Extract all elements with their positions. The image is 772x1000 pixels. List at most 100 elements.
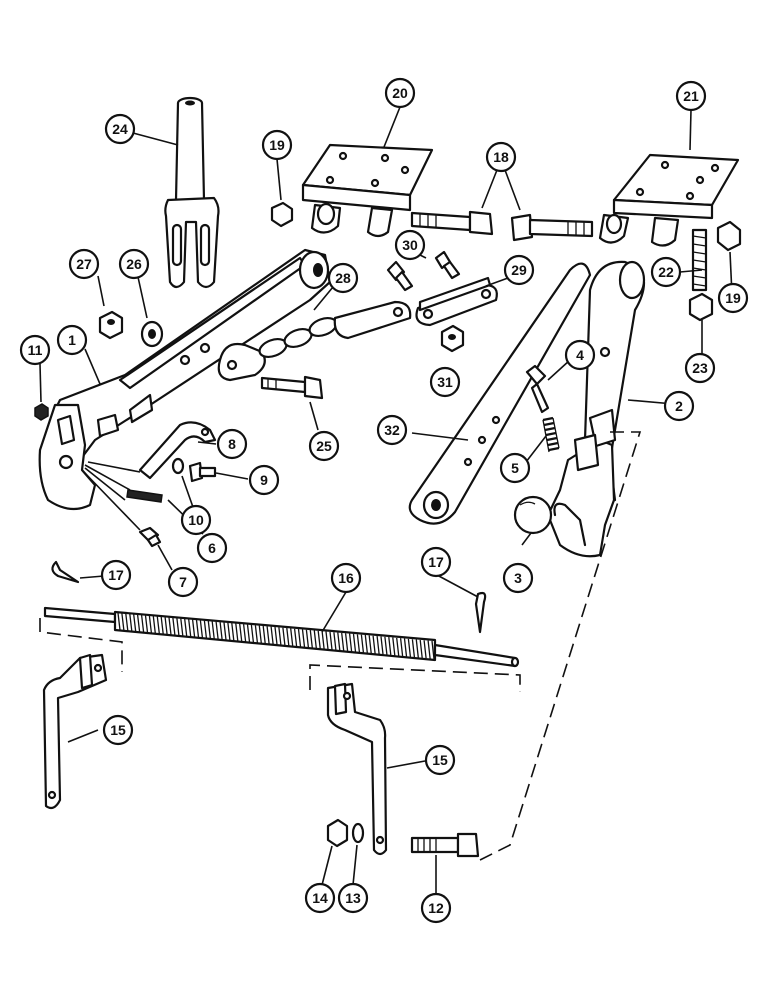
latch-8 — [138, 421, 217, 480]
callout-5: 5 — [499, 452, 531, 484]
callout-12: 12 — [420, 892, 452, 924]
callout-4: 4 — [564, 339, 596, 371]
callout-30: 30 — [394, 229, 426, 261]
latch-pin-4 — [525, 364, 550, 414]
callout-2: 2 — [663, 390, 695, 422]
callout-label-5: 5 — [511, 460, 519, 476]
callout-label-17-right: 17 — [428, 554, 444, 570]
callout-label-11: 11 — [28, 342, 43, 358]
washer-26 — [140, 320, 164, 348]
callout-label-16: 16 — [338, 570, 354, 586]
callout-29: 29 — [503, 254, 535, 286]
callout-label-4: 4 — [576, 347, 584, 363]
bolt-25 — [260, 375, 324, 400]
roll-pin-6 — [126, 489, 163, 503]
callout-19-right: 19 — [717, 282, 749, 314]
callout-21: 21 — [675, 80, 707, 112]
lock-washer-13 — [351, 822, 365, 844]
callouts: 24 20 21 19 18 30 29 28 27 26 1 11 31 4 … — [19, 77, 749, 924]
callout-6: 6 — [196, 532, 228, 564]
callout-9: 9 — [248, 464, 280, 496]
callout-label-30: 30 — [402, 237, 418, 253]
callout-31: 31 — [429, 366, 461, 398]
callout-22: 22 — [650, 256, 682, 288]
nut-11 — [34, 403, 49, 421]
callout-label-29: 29 — [511, 262, 527, 278]
check-chain-28 — [217, 300, 412, 382]
callout-label-20: 20 — [392, 85, 408, 101]
callout-27: 27 — [68, 248, 100, 280]
lift-rod-24 — [164, 96, 220, 289]
bolt-9 — [188, 461, 217, 483]
callout-label-27: 27 — [76, 256, 92, 272]
callout-label-19-left: 19 — [269, 137, 285, 153]
callout-20: 20 — [384, 77, 416, 109]
callout-3: 3 — [502, 562, 534, 594]
callout-label-8: 8 — [228, 436, 236, 452]
callout-label-18: 18 — [493, 149, 509, 165]
bolts-30 — [386, 250, 461, 292]
nut-14 — [326, 818, 349, 848]
callout-label-17-left: 17 — [108, 567, 124, 583]
dashed-group-outlines — [39, 431, 642, 861]
cotter-pin-17-left — [51, 560, 80, 584]
callout-label-24: 24 — [112, 121, 128, 137]
callout-15-left: 15 — [102, 714, 134, 746]
callout-16: 16 — [330, 562, 362, 594]
callout-25: 25 — [308, 430, 340, 462]
callout-17-right: 17 — [420, 546, 452, 578]
bracket-15-right — [326, 682, 388, 856]
callout-28: 28 — [327, 262, 359, 294]
callout-label-32: 32 — [384, 422, 400, 438]
callout-label-21: 21 — [683, 88, 699, 104]
callout-11: 11 — [19, 334, 51, 366]
chain-link-plate-29 — [415, 276, 498, 327]
callout-label-10: 10 — [188, 512, 204, 528]
assembly-lines-6-7 — [81, 461, 141, 531]
stabilizer-rod-16 — [43, 606, 520, 668]
lower-lift-arm-2 — [546, 260, 646, 558]
grease-fitting-7 — [138, 526, 162, 548]
callout-label-2: 2 — [675, 398, 683, 414]
callout-label-12: 12 — [428, 900, 444, 916]
callout-7: 7 — [167, 566, 199, 598]
callout-label-1: 1 — [68, 332, 76, 348]
cotter-pin-17-right — [474, 591, 487, 634]
ball-end-3 — [513, 495, 553, 535]
stud-22 — [691, 228, 708, 292]
mounting-bracket-20 — [301, 143, 434, 238]
callout-label-31: 31 — [437, 374, 453, 390]
callout-1: 1 — [56, 324, 88, 356]
callout-32: 32 — [376, 414, 408, 446]
spring-washer-10 — [171, 457, 185, 475]
nut-31 — [440, 324, 465, 353]
callout-label-26: 26 — [126, 256, 142, 272]
callout-24: 24 — [104, 113, 136, 145]
callout-19-left: 19 — [261, 129, 293, 161]
callout-label-9: 9 — [260, 472, 268, 488]
callout-label-3: 3 — [514, 570, 522, 586]
callout-label-15-right: 15 — [432, 752, 448, 768]
callout-label-15-left: 15 — [110, 722, 126, 738]
callout-label-6: 6 — [208, 540, 216, 556]
mounting-bracket-21 — [598, 153, 740, 247]
callout-label-22: 22 — [658, 264, 674, 280]
nut-19-left — [270, 201, 294, 228]
callout-15-right: 15 — [424, 744, 456, 776]
callout-13: 13 — [337, 882, 369, 914]
callout-8: 8 — [216, 428, 248, 460]
callout-23: 23 — [684, 352, 716, 384]
callout-label-28: 28 — [335, 270, 351, 286]
nut-23 — [688, 292, 714, 322]
callout-label-7: 7 — [179, 574, 187, 590]
callout-label-25: 25 — [316, 438, 332, 454]
stabilizer-bar-32 — [408, 262, 592, 525]
bolts-18 — [410, 210, 594, 242]
bracket-15-left — [42, 653, 108, 810]
nut-19-right — [716, 220, 742, 252]
callout-label-13: 13 — [345, 890, 361, 906]
bolt-12 — [410, 832, 480, 858]
callout-26: 26 — [118, 248, 150, 280]
callout-label-23: 23 — [692, 360, 708, 376]
